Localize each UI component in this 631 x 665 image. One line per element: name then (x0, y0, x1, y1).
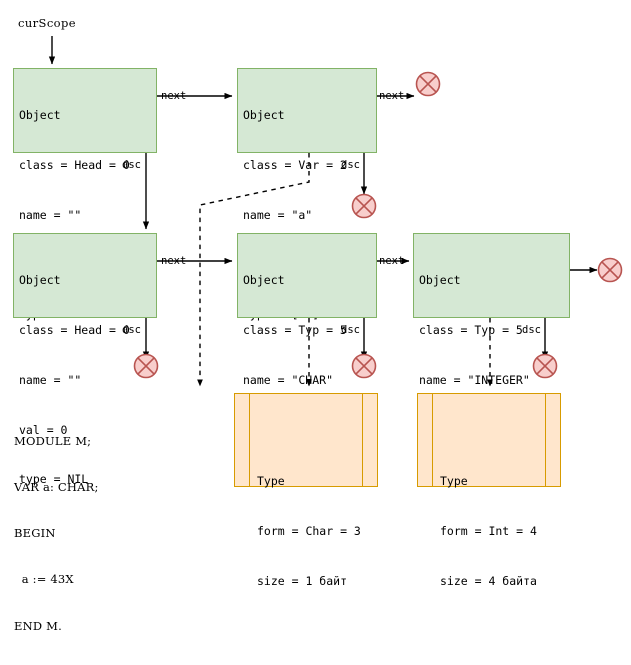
edge-label-dsc: dsc (122, 324, 141, 336)
object-line: Object (19, 108, 61, 123)
type-line: form = Char = 3 (257, 523, 361, 538)
type-divider-left (249, 394, 250, 486)
type-record-body: Type form = Char = 3 size = 1 байт (257, 440, 361, 623)
object-node-head-top[interactable]: Object class = Head = 0 name = "" val = … (13, 68, 157, 321)
type-line: size = 1 байт (257, 573, 348, 588)
edge-label-next: next (379, 255, 405, 267)
type-divider-right (545, 394, 546, 486)
source-code-block: MODULE M; VAR a: CHAR; BEGIN a := 43X EN… (14, 403, 99, 665)
type-record-int[interactable]: Type form = Int = 4 size = 4 байта (417, 393, 561, 588)
object-line: Object (243, 273, 285, 288)
code-line: VAR a: CHAR; (14, 480, 99, 495)
object-line: name = "INTEGER" (419, 372, 530, 387)
diagram-canvas: var-a --> NIL --> head-bottom --> NIL --… (13, 16, 623, 633)
edge-label-dsc: dsc (122, 159, 141, 171)
object-line: name = "" (19, 207, 82, 222)
curscope-label: curScope (18, 16, 76, 30)
type-line: size = 4 байта (440, 573, 537, 588)
object-line: class = Head = 0 (19, 322, 130, 337)
object-node-typ-char[interactable]: Object class = Typ = 5 name = "CHAR" val… (237, 233, 377, 486)
type-divider-left (432, 394, 433, 486)
object-line: type = NIL (19, 472, 89, 487)
type-line: form = Int = 4 (440, 523, 537, 538)
object-line: class = Typ = 5 (419, 322, 523, 337)
object-node-head-bottom[interactable]: Object class = Head = 0 name = "" val = … (13, 233, 157, 486)
object-line: class = Var = 2 (243, 157, 347, 172)
object-line: name = "CHAR" (243, 372, 334, 387)
edge-label-dsc: dsc (341, 159, 360, 171)
edge-label-dsc: dsc (522, 324, 541, 336)
object-line: class = Typ = 5 (243, 322, 347, 337)
type-record-char[interactable]: Type form = Char = 3 size = 1 байт (234, 393, 378, 588)
type-record-body: Type form = Int = 4 size = 4 байта (440, 440, 537, 623)
type-divider-right (362, 394, 363, 486)
edge-label-next: next (379, 90, 405, 102)
object-line: Object (19, 273, 61, 288)
nil-marker (415, 71, 441, 97)
object-node-var-a[interactable]: Object class = Var = 2 name = "a" val = … (237, 68, 377, 321)
object-node-typ-integer[interactable]: Object class = Typ = 5 name = "INTEGER" … (413, 233, 570, 486)
edge-label-dsc: dsc (341, 324, 360, 336)
edge-label-next: next (161, 255, 187, 267)
object-line: name = "a" (243, 207, 313, 222)
type-line: Type (257, 474, 285, 489)
code-line: END M. (14, 618, 62, 633)
object-line: Object (419, 273, 461, 288)
code-line: a := 43X (14, 572, 74, 587)
object-line: name = "" (19, 372, 82, 387)
edge-label-next: next (161, 90, 187, 102)
code-line: BEGIN (14, 526, 56, 541)
object-line: class = Head = 0 (19, 157, 130, 172)
object-line: Object (243, 108, 285, 123)
nil-marker (597, 257, 623, 283)
object-line: val = 0 (19, 422, 68, 437)
type-line: Type (440, 474, 468, 489)
code-line: MODULE M; (14, 433, 92, 448)
